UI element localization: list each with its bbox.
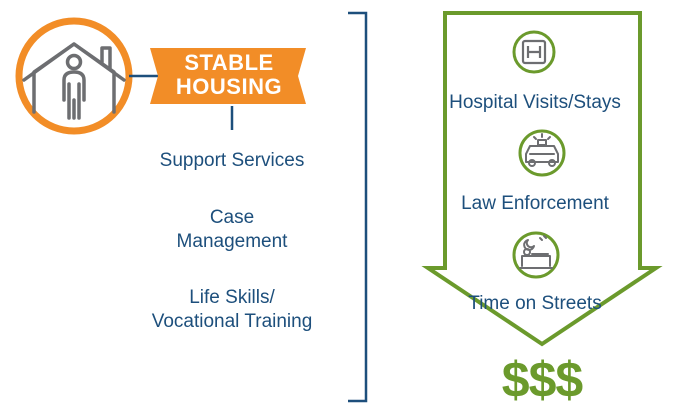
cost-arrow [421,11,663,347]
bracket [348,11,368,403]
hospital-visits-label: Hospital Visits/Stays [449,92,621,113]
banner-line-1: STABLE [184,50,274,75]
house-person-icon [15,17,133,135]
police-car-icon [518,129,566,177]
stable-housing-banner [150,48,306,104]
sleeping-person-icon [512,231,560,279]
life-skills-line-2: Vocational Training [151,311,313,332]
case-management-line-2: Management [176,231,288,252]
support-services-label: Support Services [159,150,305,171]
life-skills-line-1: Life Skills/ [189,287,275,308]
hospital-icon [512,30,556,74]
case-management-line-1: Case [209,207,255,228]
banner-line-2: HOUSING [175,74,283,99]
time-on-streets-label: Time on Streets [468,293,602,314]
cost-dollar-signs: $$$ [501,352,583,408]
law-enforcement-label: Law Enforcement [461,193,609,214]
